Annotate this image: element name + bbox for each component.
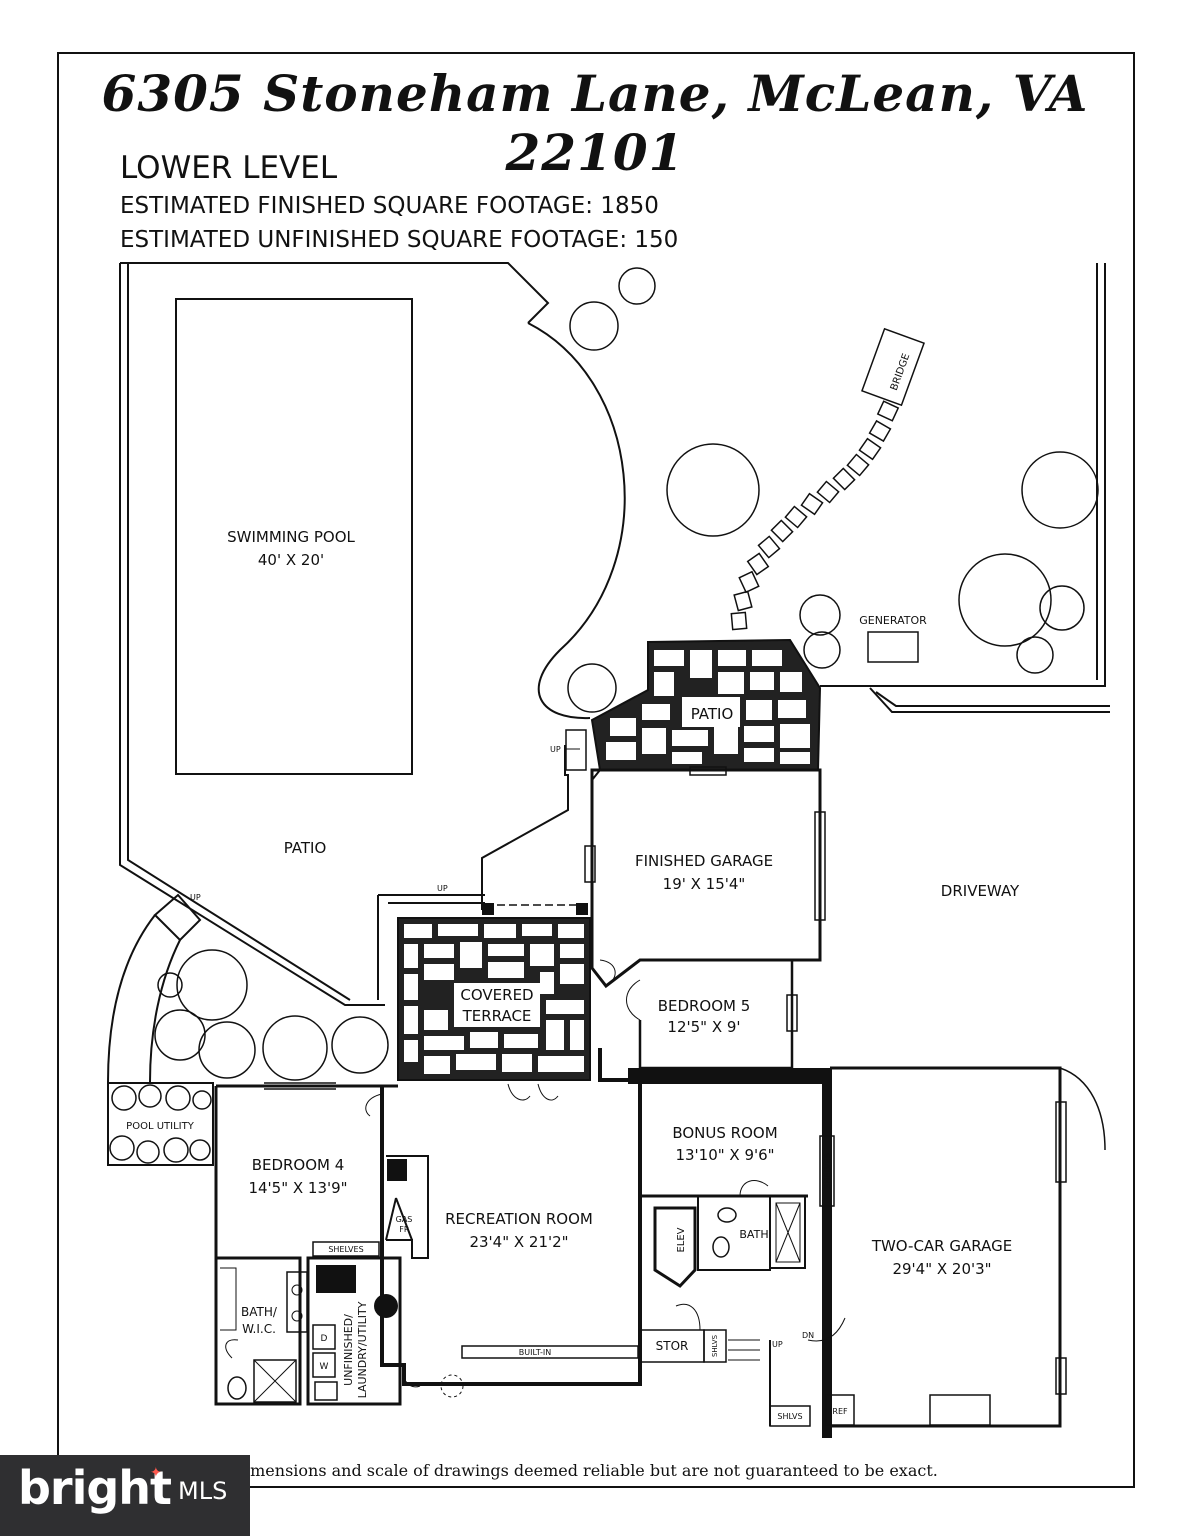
- gas-fp-label-2: FP: [399, 1225, 409, 1234]
- brand-watermark: bright ✦ MLS: [0, 1455, 250, 1536]
- gas-fireplace: [385, 1155, 429, 1259]
- bonus-room-dims: 13'10" X 9'6": [675, 1146, 774, 1164]
- up-label-stairs: UP: [772, 1340, 783, 1349]
- ref-label: REF: [832, 1407, 848, 1416]
- level-heading: LOWER LEVEL: [120, 150, 338, 186]
- landscape-trees: [154, 267, 1099, 1081]
- two-car-garage-dims: 29'4" X 20'3": [892, 1260, 991, 1278]
- built-in-label: BUILT-IN: [519, 1348, 551, 1357]
- stor-label: STOR: [656, 1339, 689, 1353]
- garage-shelves: [819, 1135, 835, 1207]
- bedroom-4-dims: 14'5" X 13'9": [248, 1179, 347, 1197]
- finished-garage-dims: 19' X 15'4": [663, 875, 746, 893]
- disclaimer: imensions and scale of drawings deemed r…: [245, 1461, 938, 1480]
- up-label-patio: UP: [550, 745, 561, 754]
- upper-patio: PATIO: [590, 638, 822, 771]
- interior-walls: [214, 1048, 832, 1438]
- column: [576, 903, 588, 915]
- built-in-cabinet: [461, 1345, 639, 1359]
- elevator-label: ELEV: [676, 1227, 687, 1252]
- up-label-pool-path: UP: [190, 893, 201, 902]
- recreation-room-label: RECREATION ROOM: [445, 1210, 593, 1228]
- dryer-label: D: [321, 1334, 328, 1344]
- column: [482, 903, 494, 915]
- bath-wic-label-2: W.I.C.: [242, 1322, 276, 1336]
- two-car-garage: [769, 1066, 1106, 1428]
- bridge: BRIDGE: [861, 327, 925, 407]
- pool-utility-label: POOL UTILITY: [126, 1121, 195, 1132]
- bedroom-4-label: BEDROOM 4: [252, 1156, 345, 1174]
- finished-square-footage: ESTIMATED FINISHED SQUARE FOOTAGE: 1850: [120, 193, 659, 219]
- two-car-garage-label: TWO-CAR GARAGE: [871, 1237, 1012, 1255]
- bedroom-5-label: BEDROOM 5: [658, 997, 751, 1015]
- gas-fp-label-1: GAS: [396, 1215, 413, 1224]
- upper-patio-label: PATIO: [691, 705, 734, 723]
- elevator: ELEV: [653, 1206, 697, 1288]
- covered-terrace-label-1: COVERED: [460, 986, 533, 1004]
- laundry-utility: [306, 1256, 464, 1406]
- bedroom-5-dims: 12'5" X 9': [667, 1018, 740, 1036]
- pool-label: SWIMMING POOL: [227, 528, 355, 546]
- covered-terrace-label-2: TERRACE: [462, 1007, 532, 1025]
- property-address: 6305 Stoneham Lane, McLean, VA 22101: [101, 64, 1089, 182]
- exterior-walls: [107, 745, 601, 1083]
- closet-shelves-label: SHELVES: [328, 1245, 363, 1254]
- generator: [867, 631, 919, 663]
- bath-wic-label-1: BATH/: [241, 1305, 278, 1319]
- star-icon: ✦: [150, 1465, 162, 1481]
- pool-dims: 40' X 20': [258, 551, 324, 569]
- driveway-label: DRIVEWAY: [941, 882, 1020, 900]
- washer-label: W: [320, 1362, 329, 1372]
- closet-shelves: [312, 1241, 380, 1257]
- generator-label: GENERATOR: [859, 614, 927, 627]
- up-label-terrace: UP: [437, 884, 448, 893]
- shlvs-label-stair: SHLVS: [711, 1334, 719, 1357]
- laundry-label-2: LAUNDRY/UTILITY: [356, 1301, 369, 1398]
- laundry-label-1: UNFINISHED/: [342, 1314, 355, 1386]
- stepping-stones: [730, 400, 900, 631]
- patio-label: PATIO: [284, 839, 327, 857]
- unfinished-square-footage: ESTIMATED UNFINISHED SQUARE FOOTAGE: 150: [120, 227, 679, 253]
- dn-label: DN: [802, 1331, 814, 1340]
- recreation-room-dims: 23'4" X 21'2": [469, 1233, 568, 1251]
- bonus-room-label: BONUS ROOM: [672, 1124, 777, 1142]
- bathroom: [712, 1207, 737, 1258]
- stairs: [639, 1329, 760, 1363]
- garage-shelves-label: SHELVES: [823, 1153, 832, 1188]
- finished-garage-label: FINISHED GARAGE: [635, 852, 773, 870]
- covered-terrace: COVERED TERRACE: [397, 917, 591, 1081]
- drawing-frame: [57, 52, 1135, 1488]
- bath-label: BATH: [739, 1228, 768, 1241]
- swimming-pool: [175, 298, 413, 775]
- door-swings: [225, 959, 769, 1388]
- shlvs-label-garage: SHLVS: [777, 1412, 802, 1421]
- brand-suffix: MLS: [178, 1477, 228, 1505]
- patio-steps: [565, 729, 587, 771]
- brand-logo: bright: [18, 1461, 172, 1515]
- pool-utility: POOL UTILITY: [107, 1082, 214, 1166]
- yard-outline: [119, 262, 1110, 1006]
